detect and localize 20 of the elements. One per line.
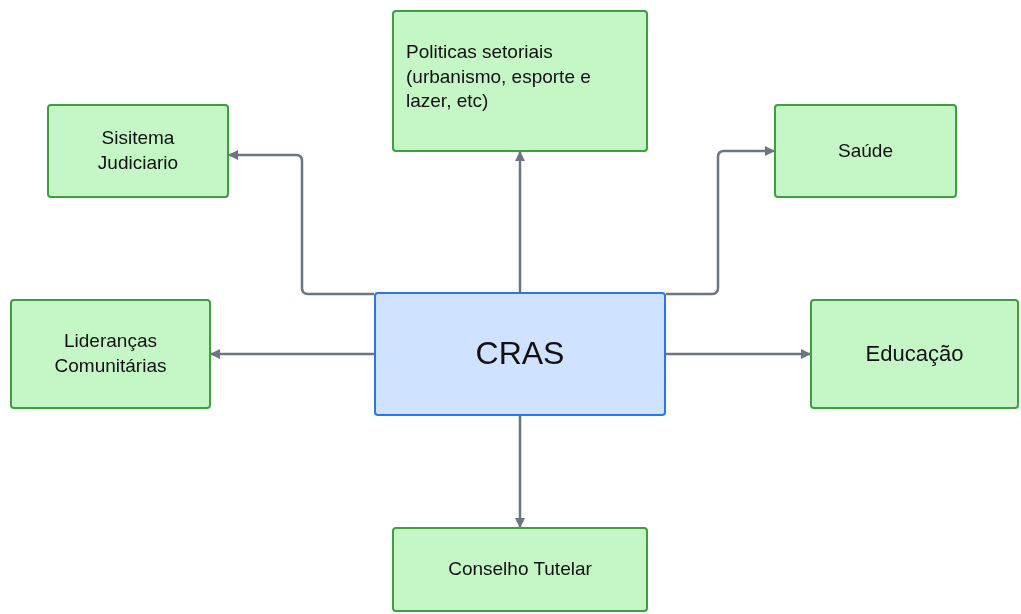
arrow (210, 349, 374, 359)
arrow (666, 146, 775, 296)
arrow (666, 349, 811, 359)
box-label: Politicas setoriais (urbanismo, esporte e lazer, etc) (406, 40, 592, 114)
process-box (774, 104, 957, 198)
process-box (392, 10, 648, 152)
arrow (228, 150, 374, 296)
box-label: Sisitema Judiciario (96, 126, 180, 175)
center-box (374, 292, 666, 416)
process-box (392, 527, 648, 612)
arrow (515, 416, 525, 528)
process-box (47, 104, 229, 198)
process-box (10, 299, 211, 409)
box-label: Conselho Tutelar (448, 557, 592, 582)
process-box (810, 299, 1019, 409)
arrow (515, 151, 525, 292)
box-label: CRAS (475, 334, 565, 374)
box-label: Saúde (838, 138, 893, 163)
box-label: Lideranças Comunitárias (53, 329, 168, 378)
box-label: Educação (865, 339, 964, 368)
